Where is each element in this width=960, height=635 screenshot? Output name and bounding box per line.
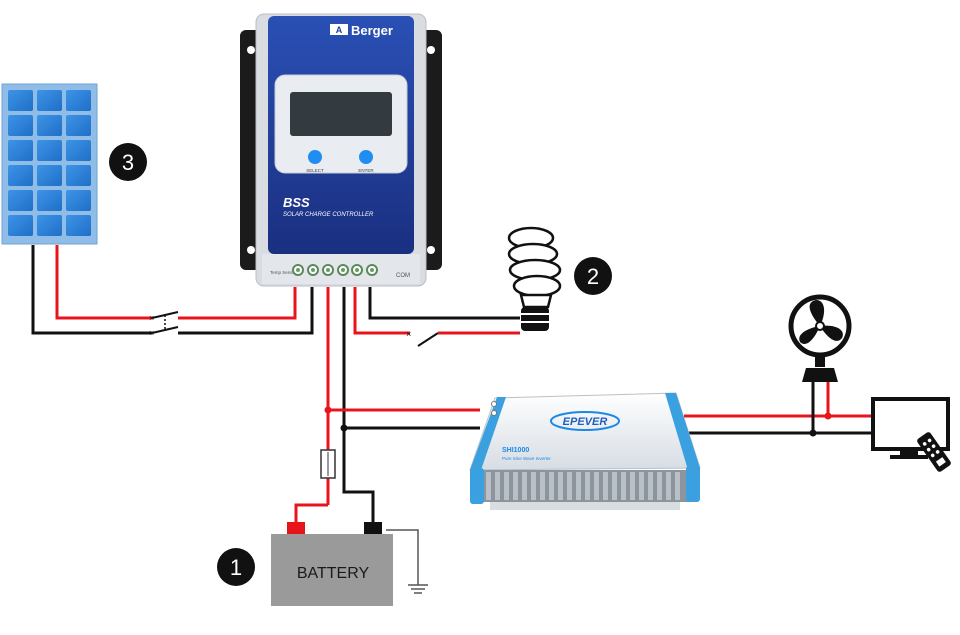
solar-cell [8,215,33,236]
solar-cell [37,190,62,211]
load-wiring: × [353,287,520,347]
solar-cell [8,190,33,211]
heatsink-fin [630,472,635,500]
charge-controller: A Berger SELECT ENTER BSS SOLAR CHARGE C… [240,13,442,287]
svg-text:×: × [149,313,154,323]
terminals [292,264,378,276]
inverter: EPEVER SHI1000 Pure Sine Wave Inverter [469,392,701,510]
solar-cell [66,165,91,186]
lightbulb-icon [507,226,562,331]
heatsink-fin [558,472,563,500]
select-label: SELECT [306,168,324,173]
select-button[interactable] [308,150,322,164]
battery: BATTERY [271,522,393,606]
temp-sensor-label: Temp Sensor [270,270,297,275]
solar-cell [66,190,91,211]
heatsink-fin [657,472,662,500]
inverter-subtitle: Pure Sine Wave Inverter [502,456,551,461]
fuse-icon [320,449,336,479]
battery-label: BATTERY [297,565,370,582]
heatsink-fin [666,472,671,500]
battery-wiring [294,287,428,594]
load-switch-icon: × [406,329,439,347]
heatsink-fin [612,472,617,500]
svg-text:×: × [406,329,411,339]
svg-text:×: × [149,328,154,338]
brand-logo [330,24,348,35]
solar-cell [66,140,91,161]
heatsink-fin [504,472,509,500]
marker-2-number: 2 [587,264,599,289]
heatsink-fin [513,472,518,500]
heatsink-fin [567,472,572,500]
solar-cell [37,90,62,111]
inverter-dc-wiring [324,406,480,432]
battery-negative-terminal [364,522,382,534]
remote-icon [917,432,951,472]
ac-wiring [684,382,872,437]
heatsink-fin [540,472,545,500]
heatsink-fin [522,472,527,500]
fan-icon [788,294,852,382]
heatsink-fin [648,472,653,500]
inverter-model: SHI1000 [502,447,529,454]
inverter-logo: EPEVER [550,411,620,431]
solar-cell [8,115,33,136]
com-label: COM [396,273,410,279]
brand-name: Berger [351,23,393,38]
heatsink-fin [675,472,680,500]
heatsink-fin [585,472,590,500]
wires: × × [31,245,872,594]
heatsink-fin [486,472,491,500]
solar-cell [8,165,33,186]
switch-icon: × × [149,311,179,338]
inverter-heatsink [478,470,688,502]
marker-1-number: 1 [230,555,242,580]
solar-cell [37,115,62,136]
solar-cell [66,215,91,236]
enter-button[interactable] [359,150,373,164]
heatsink-fin [621,472,626,500]
ground-icon [408,584,428,594]
heatsink-fin [531,472,536,500]
brand-logo-mark: A [336,25,343,35]
heatsink-fin [603,472,608,500]
solar-cell [37,140,62,161]
battery-positive-terminal [287,522,305,534]
heatsink-fin [576,472,581,500]
enter-label: ENTER [358,168,374,173]
heatsink-fin [639,472,644,500]
heatsink-fin [495,472,500,500]
heatsink-fin [594,472,599,500]
solar-cell [66,115,91,136]
battery-body [271,534,393,606]
model-subtitle: SOLAR CHARGE CONTROLLER [283,212,374,218]
heatsink-fin [549,472,554,500]
solar-cell [37,165,62,186]
solar-cell [66,90,91,111]
pv-wiring: × × [31,245,314,338]
lcd-screen [290,92,392,136]
inverter-brand: EPEVER [563,416,608,428]
marker-2: 2 [574,257,612,295]
marker-3: 3 [109,143,147,181]
solar-cell [8,90,33,111]
model-name: BSS [283,195,310,210]
marker-1: 1 [217,548,255,586]
solar-panel-icon [1,83,98,245]
solar-cell [8,140,33,161]
solar-cell [37,215,62,236]
marker-3-number: 3 [122,150,134,175]
